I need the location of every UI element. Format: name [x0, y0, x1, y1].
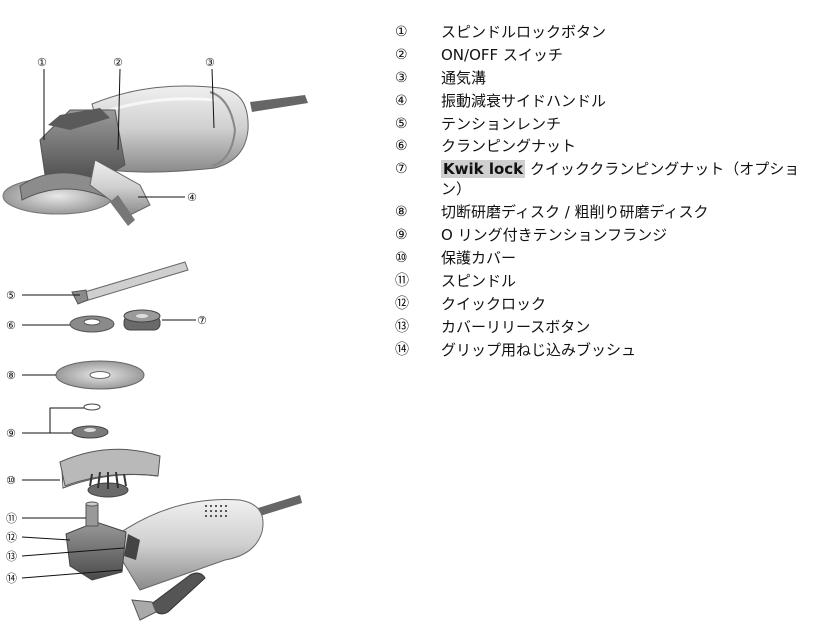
- legend-number: ⑧: [395, 204, 408, 221]
- legend-number: ⑨: [395, 227, 408, 244]
- legend-number: ②: [395, 46, 408, 63]
- legend-item: ⑭ グリップ用ねじ込みブッシュ: [395, 340, 815, 360]
- legend-text: ON/OFF スイッチ: [441, 45, 563, 64]
- callout-11: ⑪: [6, 512, 17, 525]
- callout-10: ⑩: [6, 474, 16, 487]
- parts-legend: ① スピンドルロックボタン ② ON/OFF スイッチ ③ 通気溝 ④ 振動減衰サイドハ…: [395, 22, 815, 362]
- callout-3: ③: [205, 56, 215, 69]
- legend-item: ⑪ スピンドル: [395, 271, 815, 291]
- callout-7: ⑦: [197, 314, 207, 327]
- callout-14: ⑭: [6, 572, 17, 585]
- legend-text: 保護カバー: [441, 249, 517, 268]
- callout-labels: ① ② ③ ④ ⑤ ⑥ ⑦ ⑧ ⑨ ⑩ ⑪ ⑫ ⑬ ⑭: [6, 56, 215, 585]
- callout-2: ②: [113, 56, 123, 69]
- tension-wrench-illustration: [71, 261, 189, 305]
- legend-text: カバーリリースボタン: [441, 317, 591, 336]
- callout-12: ⑫: [6, 531, 17, 544]
- legend-number: ④: [395, 92, 408, 109]
- grinder-bottom-illustration: [65, 495, 302, 621]
- legend-item: ⑩ 保護カバー: [395, 248, 815, 268]
- legend-number: ⑥: [395, 138, 408, 155]
- legend-number: ⑦: [395, 161, 408, 178]
- legend-text: 振動減衰サイドハンドル: [441, 91, 607, 110]
- legend-text: グリップ用ねじ込みブッシュ: [441, 340, 637, 359]
- legend-item: ⑬ カバーリリースボタン: [395, 317, 815, 337]
- legend-item: ⑨ O リング付きテンションフランジ: [395, 225, 815, 245]
- legend-item: ⑤ テンションレンチ: [395, 114, 815, 134]
- guard-illustration: [59, 448, 161, 498]
- legend-item: ⑧ 切断研磨ディスク / 粗削り研磨ディスク: [395, 202, 815, 222]
- callout-1: ①: [37, 56, 47, 69]
- legend-number: ③: [395, 69, 408, 86]
- kwik-lock-highlight: Kwik lock: [441, 160, 526, 179]
- callout-4: ④: [187, 191, 197, 204]
- legend-item: ④ 振動減衰サイドハンドル: [395, 91, 815, 111]
- leader-lines: [21, 68, 215, 579]
- legend-text: Kwik lock クイッククランピングナット（オプション）: [441, 159, 815, 199]
- legend-item: ⑥ クランピングナット: [395, 136, 815, 156]
- callout-5: ⑤: [6, 289, 16, 302]
- legend-number: ⑤: [395, 115, 408, 132]
- legend-text: 通気溝: [441, 68, 487, 87]
- grinder-top-illustration: [2, 85, 308, 226]
- legend-text: O リング付きテンションフランジ: [441, 226, 668, 245]
- clamping-nut-illustration: [69, 315, 115, 333]
- legend-item: ⑫ クイックロック: [395, 294, 815, 314]
- legend-text: スピンドル: [441, 271, 517, 290]
- legend-number: ⑫: [395, 295, 409, 312]
- legend-item: ⑦ Kwik lock クイッククランピングナット（オプション）: [395, 159, 815, 199]
- callout-9: ⑨: [6, 427, 16, 440]
- legend-number: ⑬: [395, 318, 409, 335]
- legend-item: ① スピンドルロックボタン: [395, 22, 815, 42]
- legend-text: クイックロック: [441, 294, 547, 313]
- legend-number: ①: [395, 24, 408, 40]
- legend-text-rest: クイッククランピングナット（オプション）: [441, 160, 800, 199]
- legend-number: ⑪: [395, 272, 409, 289]
- legend-text: 切断研磨ディスク / 粗削り研磨ディスク: [441, 203, 709, 222]
- tension-flange-illustration: [71, 403, 109, 439]
- callout-13: ⑬: [6, 550, 17, 563]
- legend-text: スピンドルロックボタン: [441, 23, 607, 41]
- callout-8: ⑧: [6, 369, 16, 382]
- callout-6: ⑥: [6, 319, 16, 332]
- legend-item: ② ON/OFF スイッチ: [395, 45, 815, 65]
- angle-grinder-figure: ① ② ③ ④ ⑤ ⑥ ⑦ ⑧ ⑨ ⑩ ⑪ ⑫ ⑬ ⑭: [2, 56, 308, 621]
- legend-text: クランピングナット: [441, 137, 577, 156]
- legend-item: ③ 通気溝: [395, 68, 815, 88]
- kwik-lock-nut-illustration: [123, 309, 161, 331]
- legend-text: テンションレンチ: [441, 114, 562, 133]
- legend-number: ⑭: [395, 341, 409, 358]
- legend-number: ⑩: [395, 250, 408, 267]
- grinding-disc-illustration: [55, 360, 145, 390]
